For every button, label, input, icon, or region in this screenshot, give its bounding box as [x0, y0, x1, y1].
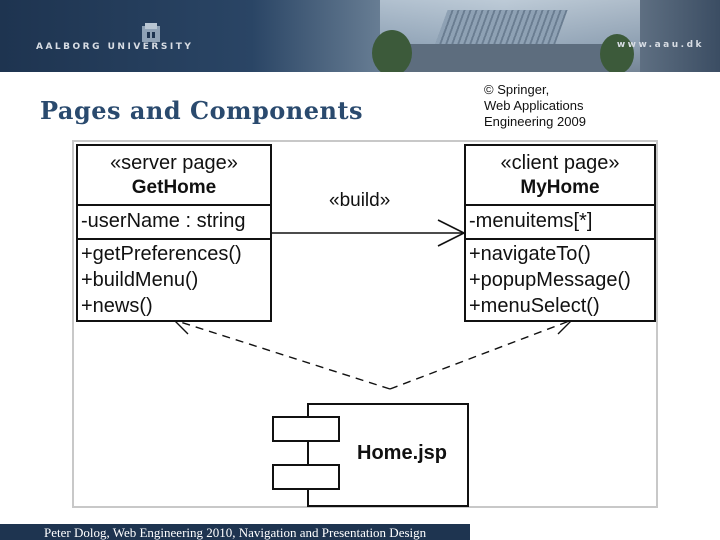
dependency-line-server: [173, 319, 391, 390]
class-operations: +getPreferences() +buildMenu() +news(): [78, 240, 270, 319]
class-attributes: -userName : string: [78, 206, 270, 240]
class-attribute: -userName : string: [81, 210, 246, 232]
build-stereotype-label: «build»: [329, 190, 391, 211]
component-name: Home.jsp: [357, 442, 448, 464]
class-name: MyHome: [520, 177, 600, 198]
component-tab-lower: [272, 464, 340, 490]
diagram-connectors: [172, 219, 574, 390]
class-header: «client page» MyHome: [466, 146, 654, 206]
client-page-class: «client page» MyHome -menuitems[*] +navi…: [464, 144, 656, 322]
banner-tree: [372, 30, 412, 72]
class-header: «server page» GetHome: [78, 146, 270, 206]
footer-bar: Peter Dolog, Web Engineering 2010, Navig…: [0, 524, 470, 540]
banner-building: [400, 44, 620, 72]
slide-title: Pages and Components: [40, 96, 364, 125]
class-attribute: -menuitems[*]: [469, 210, 593, 232]
banner-tree: [600, 34, 634, 72]
university-logo-icon: [142, 23, 160, 42]
header-banner: AALBORG UNIVERSITY www.aau.dk: [0, 0, 720, 72]
site-url: www.aau.dk: [616, 40, 704, 50]
class-operation: +navigateTo(): [469, 243, 591, 265]
class-operation: +buildMenu(): [81, 269, 199, 291]
dependency-line-client: [389, 319, 573, 390]
university-name: AALBORG UNIVERSITY: [36, 42, 194, 52]
class-operation: +getPreferences(): [81, 243, 242, 265]
component-tab-upper: [272, 416, 340, 442]
class-stereotype: «client page»: [500, 152, 620, 174]
class-operation: +news(): [81, 295, 153, 317]
footer-text: Peter Dolog, Web Engineering 2010, Navig…: [44, 525, 427, 540]
class-attributes: -menuitems[*]: [466, 206, 654, 240]
copyright-note: © Springer, Web Applications Engineering…: [484, 82, 586, 129]
uml-diagram: «server page» GetHome -userName : string…: [72, 140, 658, 508]
class-operations: +navigateTo() +popupMessage() +menuSelec…: [466, 240, 654, 319]
class-operation: +popupMessage(): [469, 269, 631, 291]
class-operation: +menuSelect(): [469, 295, 600, 317]
server-page-class: «server page» GetHome -userName : string…: [76, 144, 272, 322]
class-stereotype: «server page»: [110, 152, 238, 174]
class-name: GetHome: [131, 177, 217, 198]
